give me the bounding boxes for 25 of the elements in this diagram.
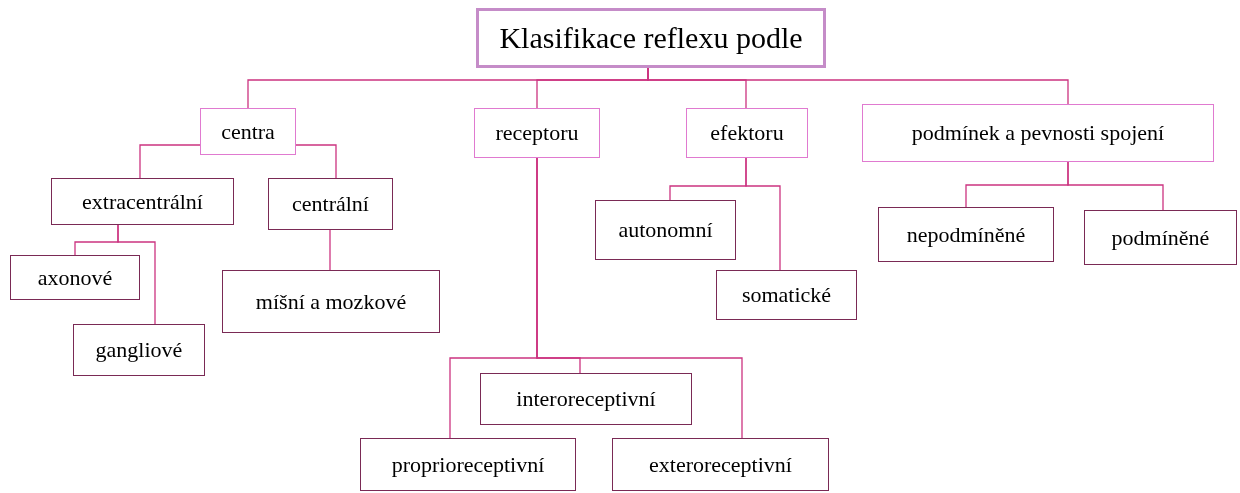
- category-box: efektoru: [686, 108, 808, 158]
- connector-line: [536, 157, 743, 439]
- connector-line: [647, 67, 1069, 105]
- category-box: receptoru: [474, 108, 600, 158]
- category-box: nepodmíněné: [878, 207, 1054, 262]
- category-box: podmíněné: [1084, 210, 1237, 265]
- category-box: Klasifikace reflexu podle: [476, 8, 826, 68]
- category-box: exteroreceptivní: [612, 438, 829, 491]
- connector-line: [139, 144, 201, 179]
- category-box: axonové: [10, 255, 140, 300]
- connector-line: [117, 224, 156, 325]
- connector-line: [329, 229, 331, 271]
- connector-line: [1067, 161, 1164, 211]
- category-box: gangliové: [73, 324, 205, 376]
- category-box: centrální: [268, 178, 393, 230]
- category-box: autonomní: [595, 200, 736, 260]
- category-box: extracentrální: [51, 178, 234, 225]
- connector-line: [295, 144, 337, 179]
- category-box: podmínek a pevnosti spojení: [862, 104, 1214, 162]
- category-box: centra: [200, 108, 296, 155]
- connector-line: [745, 157, 781, 271]
- category-box: interoreceptivní: [480, 373, 692, 425]
- category-box: míšní a mozkové: [222, 270, 440, 333]
- category-box: proprioreceptivní: [360, 438, 576, 491]
- category-box: somatické: [716, 270, 857, 320]
